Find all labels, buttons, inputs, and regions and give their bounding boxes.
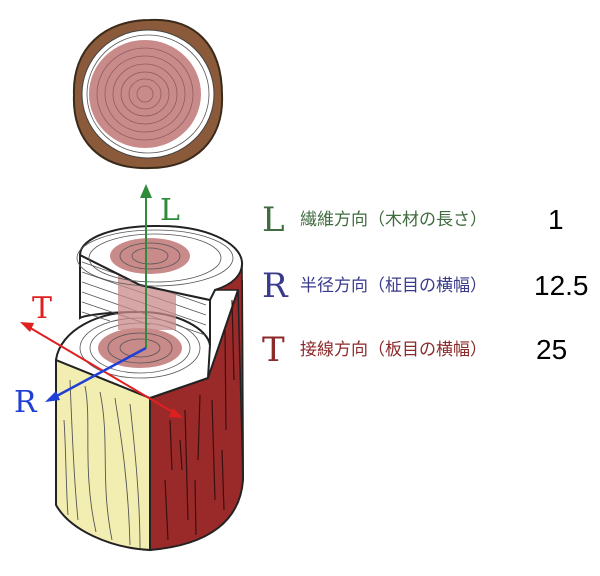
log-block	[54, 224, 245, 552]
legend-label-L: 繊維方向（木材の長さ）	[300, 210, 487, 230]
axis-R-label: R	[14, 385, 38, 420]
axis-L-label: L	[160, 193, 180, 228]
upper-rings	[76, 229, 234, 287]
axis-T: T	[20, 291, 183, 418]
legend-label-R: 半径方向（柾目の横幅）	[300, 276, 487, 296]
legend-label-T: 接線方向（板目の横幅）	[300, 340, 487, 360]
legend-value-L: 1	[548, 204, 564, 235]
lower-heartwood	[98, 328, 182, 368]
axis-T-label: T	[32, 291, 52, 326]
upper-bark-rim	[214, 261, 244, 481]
legend-letter-T: T	[262, 330, 285, 370]
log-cross-section	[72, 18, 224, 170]
axis-R: R	[14, 346, 147, 420]
axis-L: L	[140, 184, 180, 348]
legend-letter-L: L	[262, 200, 285, 240]
legend-value-R: 12.5	[534, 270, 589, 301]
upper-heartwood	[110, 238, 190, 274]
bark-texture	[164, 299, 235, 541]
sapwood-rings	[86, 34, 210, 154]
growth-rings	[96, 47, 194, 141]
legend-value-T: 25	[536, 334, 568, 365]
radial-face	[55, 358, 151, 552]
grain-lines	[63, 379, 141, 549]
legend-letter-R: R	[262, 266, 288, 306]
